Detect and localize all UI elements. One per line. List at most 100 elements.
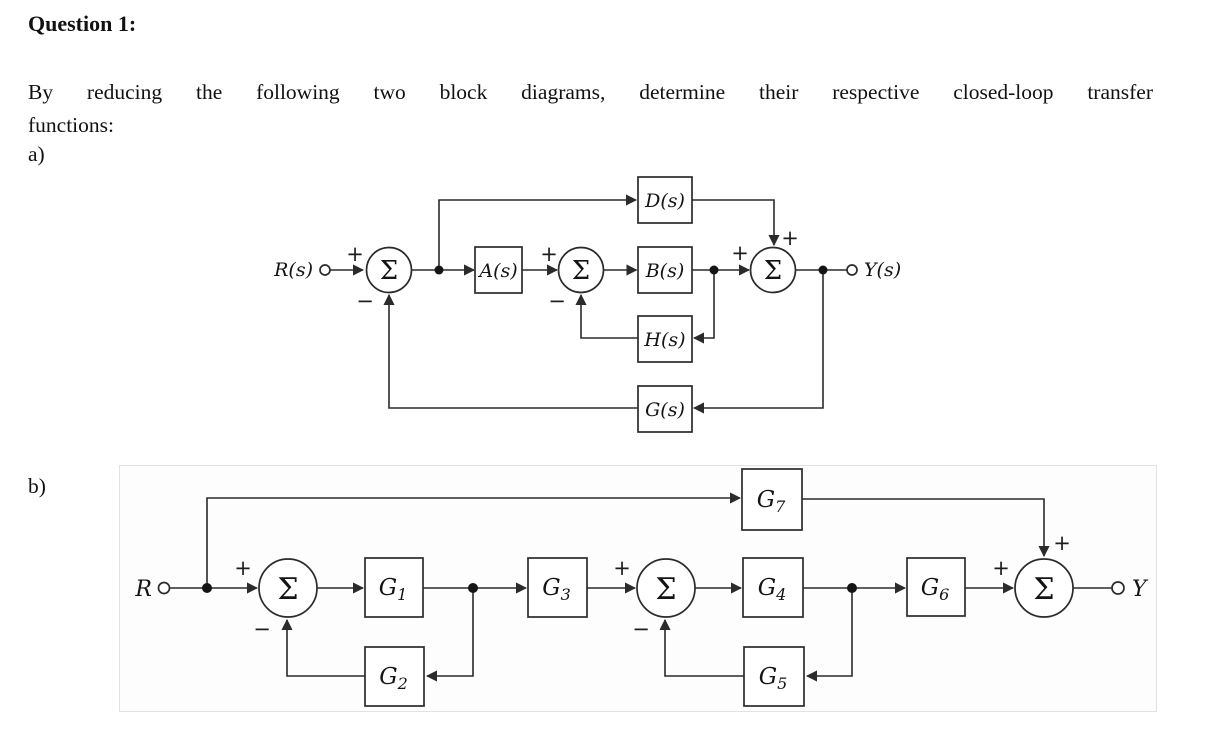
block-A: A(s) xyxy=(474,246,523,294)
question-text-line2: functions: xyxy=(28,113,114,137)
block-H-label: H(s) xyxy=(643,329,685,351)
block-H-box xyxy=(637,315,693,363)
wire-G2-to-summer1b xyxy=(281,618,365,677)
block-D-box xyxy=(637,176,693,224)
block-G5-label: G5 xyxy=(759,664,788,693)
summer-3-a-plus-left-sign: + xyxy=(731,241,749,265)
output-signal-label-b: Y xyxy=(1132,577,1149,602)
block-G3-label: G3 xyxy=(542,575,571,604)
summer-1-b-sigma: Σ xyxy=(277,572,298,607)
wire-blockH-to-summer2 xyxy=(575,293,638,339)
summer-2-a-sigma: Σ xyxy=(572,256,590,286)
block-B-label: B(s) xyxy=(645,260,685,282)
summer-3-a-plus-top-sign: + xyxy=(781,226,799,250)
block-G4: G4 xyxy=(742,557,804,618)
block-A-label: A(s) xyxy=(477,260,517,282)
wire-branch-to-blockG xyxy=(692,270,824,414)
block-diagram-a: R(s) Y(s) Σ + − Σ + − Σ + + D(s) xyxy=(273,176,901,433)
summer-1-a-minus-sign: − xyxy=(356,289,374,313)
summer-2-a-circle xyxy=(557,246,605,294)
block-G1-base: G xyxy=(379,575,397,601)
question-text: By reducing the following two block diag… xyxy=(28,76,1153,142)
input-signal-label-b: R xyxy=(134,577,152,602)
pickoff-node-2-a xyxy=(709,265,719,275)
block-G3-sub: 3 xyxy=(561,585,571,604)
summer-2-b-plus-sign: + xyxy=(613,556,631,580)
input-signal-label-a: R(s) xyxy=(273,259,313,281)
summer-2-a-plus-sign: + xyxy=(540,242,558,266)
block-G6: G6 xyxy=(906,557,966,617)
wire-blockD-to-summer3 xyxy=(692,199,780,247)
block-G1: G1 xyxy=(364,557,424,618)
input-terminal-b xyxy=(157,581,171,595)
wire-blockG-to-summer1 xyxy=(383,293,638,409)
block-G7-base: G xyxy=(757,487,775,513)
block-G6-sub: 6 xyxy=(939,585,949,604)
block-B-box xyxy=(637,246,693,294)
block-D-label: D(s) xyxy=(644,190,685,212)
block-G7-label: G7 xyxy=(757,487,786,516)
summer-2-b-circle xyxy=(636,558,696,618)
block-B: B(s) xyxy=(637,246,693,294)
summer-3-b-plus-left-sign: + xyxy=(992,556,1010,580)
summer-3-b-sigma: Σ xyxy=(1033,572,1054,607)
block-G1-label: G1 xyxy=(379,575,408,604)
block-G7-box xyxy=(741,468,803,531)
block-G6-label: G6 xyxy=(921,575,950,604)
block-D: D(s) xyxy=(637,176,693,224)
pickoff-node-1-a xyxy=(434,265,444,275)
question-text-line1: By reducing the following two block diag… xyxy=(28,80,1153,104)
summer-2-a-minus-sign: − xyxy=(548,289,566,313)
summer-1-b: Σ + − xyxy=(234,556,318,641)
wire-branch-to-blockH xyxy=(692,270,715,344)
block-G5-sub: 5 xyxy=(777,674,787,693)
block-G3: G3 xyxy=(527,557,588,618)
block-G5-base: G xyxy=(759,664,777,690)
part-b-label: b) xyxy=(28,474,46,498)
summer-2-a: Σ + − xyxy=(540,242,605,313)
wire-G7-to-summer3b xyxy=(802,498,1050,558)
pickoff-node-3-a xyxy=(818,265,828,275)
block-G: G(s) xyxy=(637,385,693,433)
summer-1-b-plus-sign: + xyxy=(234,556,252,580)
summer-2-b-sigma: Σ xyxy=(655,572,676,607)
output-terminal-a xyxy=(846,264,858,276)
summer-3-a-circle xyxy=(749,246,797,294)
pickoff-node-1-b xyxy=(202,583,212,593)
output-terminal-b xyxy=(1111,581,1125,595)
output-signal-label-a: Y(s) xyxy=(864,259,901,281)
block-G1-sub: 1 xyxy=(397,585,407,604)
block-G3-box xyxy=(527,557,588,618)
block-G6-box xyxy=(906,557,966,617)
block-G2: G2 xyxy=(364,646,425,707)
block-G3-base: G xyxy=(542,575,560,601)
summer-1-a: Σ + − xyxy=(346,242,413,313)
wire-branch-to-G7 xyxy=(206,492,742,588)
block-G2-box xyxy=(364,646,425,707)
summer-1-b-circle xyxy=(258,558,318,618)
summer-2-b-minus-sign: − xyxy=(632,617,650,641)
wire-G5-to-summer2b xyxy=(659,618,744,677)
wire-branch-to-blockD xyxy=(438,194,638,270)
pickoff-node-3-b xyxy=(847,583,857,593)
wire-branch-to-G5 xyxy=(805,588,853,682)
block-G2-base: G xyxy=(379,664,397,690)
block-G4-base: G xyxy=(758,575,776,601)
summer-3-a: Σ + + xyxy=(731,226,799,294)
block-G4-box xyxy=(742,557,804,618)
summer-2-b: Σ + − xyxy=(613,556,696,641)
block-G2-label: G2 xyxy=(379,664,408,693)
block-G-box xyxy=(637,385,693,433)
block-A-box xyxy=(474,246,523,294)
block-G2-sub: 2 xyxy=(397,674,408,693)
block-G4-sub: 4 xyxy=(775,585,786,604)
summer-3-b-circle xyxy=(1014,558,1074,618)
summer-1-a-circle xyxy=(365,246,413,294)
question-heading: Question 1: xyxy=(28,11,137,36)
block-G-label: G(s) xyxy=(645,399,685,421)
block-diagram-b: R Y Σ + − Σ + − Σ + + G7 G1 xyxy=(119,465,1157,712)
block-G5: G5 xyxy=(743,646,805,707)
block-G5-box xyxy=(743,646,805,707)
summer-1-b-minus-sign: − xyxy=(253,617,271,641)
